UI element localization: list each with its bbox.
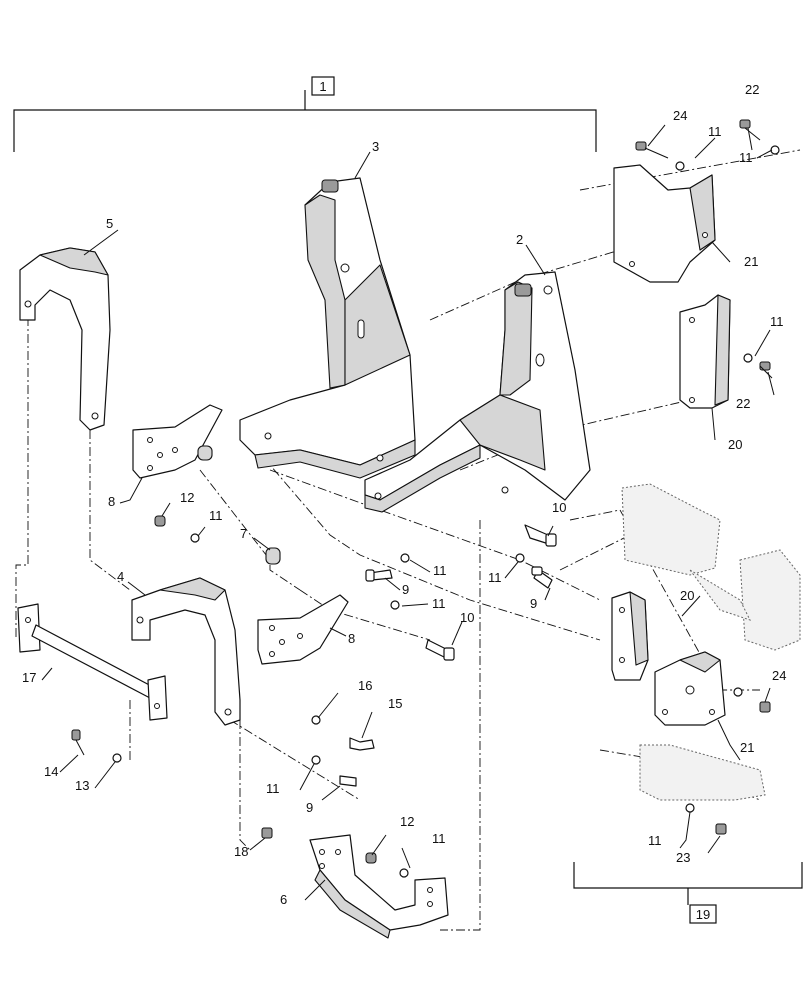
washer-11-mid-b[interactable]	[515, 553, 525, 563]
bolt-23[interactable]	[715, 823, 727, 835]
bolt-10-lower[interactable]	[425, 639, 455, 661]
callout-21-lower[interactable]: 21	[740, 740, 754, 755]
callout-17[interactable]: 17	[22, 670, 36, 685]
cover-bracket-lower[interactable]	[654, 651, 726, 726]
bottom-cradle[interactable]	[309, 834, 449, 939]
washer-11-low-a[interactable]	[311, 755, 321, 765]
callout-11-f[interactable]: 11	[432, 831, 446, 846]
right-main-bracket[interactable]	[364, 271, 591, 513]
mounting-plate-upper[interactable]	[132, 404, 223, 479]
nut-12-lower[interactable]	[365, 852, 377, 864]
callout-13[interactable]: 13	[75, 778, 89, 793]
bolt-9-low[interactable]	[339, 775, 357, 787]
bolt-18[interactable]	[261, 827, 273, 839]
assembly-ref-box-19[interactable]	[689, 904, 717, 924]
washer-11-mid-c[interactable]	[390, 600, 400, 610]
callout-15[interactable]: 15	[388, 696, 402, 711]
washer-13[interactable]	[112, 753, 122, 763]
assembly-bracket-19: 19	[573, 862, 803, 924]
washer-11-low-b[interactable]	[399, 868, 409, 878]
callout-16[interactable]: 16	[358, 678, 372, 693]
bolt-24-lower[interactable]	[759, 701, 771, 713]
adapter-plate-lower[interactable]	[611, 591, 649, 681]
callout-10-lower[interactable]: 10	[460, 610, 474, 625]
washer-11-mid-right[interactable]	[743, 353, 753, 363]
left-main-bracket[interactable]	[239, 177, 416, 479]
washer-11-left[interactable]	[190, 533, 200, 543]
washer-11-top-b[interactable]	[675, 161, 685, 171]
callout-9-a[interactable]: 9	[402, 582, 409, 597]
callout-11-h[interactable]: 11	[739, 150, 753, 165]
callout-12-lower[interactable]: 12	[400, 814, 414, 829]
bolt-10-upper[interactable]	[524, 524, 557, 547]
washer-11-lower-right[interactable]	[685, 803, 695, 813]
cross-tube[interactable]	[17, 603, 168, 721]
callout-3[interactable]: 3	[372, 139, 379, 154]
callout-23[interactable]: 23	[676, 850, 690, 865]
bolt-14[interactable]	[71, 729, 85, 756]
washer-11-mid-a[interactable]	[400, 553, 410, 563]
callout-24-top[interactable]: 24	[673, 108, 687, 123]
upper-support-arm[interactable]	[19, 247, 111, 431]
callout-11-i[interactable]: 11	[770, 314, 784, 329]
callout-11-j[interactable]: 11	[648, 833, 662, 848]
callout-22-top[interactable]: 22	[745, 82, 759, 97]
callout-11-d[interactable]: 11	[209, 508, 223, 523]
callout-10-upper[interactable]: 10	[552, 500, 566, 515]
callout-14[interactable]: 14	[44, 764, 58, 779]
callout-leaders	[41, 124, 775, 901]
assembly-ref-box-1[interactable]	[311, 76, 335, 96]
adapter-plate-top[interactable]	[679, 294, 731, 409]
callout-9-c[interactable]: 9	[306, 800, 313, 815]
bolt-22-top[interactable]	[739, 119, 761, 141]
bolt-24-top[interactable]	[635, 141, 669, 159]
bolt-9-mid-b[interactable]	[531, 566, 553, 589]
callout-11-e[interactable]: 11	[266, 781, 280, 796]
callout-2[interactable]: 2	[516, 232, 523, 247]
washer-11-top-a[interactable]	[770, 145, 780, 155]
lower-support-arm[interactable]	[131, 577, 241, 726]
callout-20-lower[interactable]: 20	[680, 588, 694, 603]
assembly-ref-19: 19	[696, 907, 710, 922]
callout-8-upper[interactable]: 8	[108, 494, 115, 509]
nut-12-upper[interactable]	[154, 515, 166, 527]
callout-8-lower[interactable]: 8	[348, 631, 355, 646]
mounting-plate-lower[interactable]	[257, 594, 349, 665]
callout-11-c[interactable]: 11	[432, 596, 446, 611]
callout-18[interactable]: 18	[234, 844, 248, 859]
washer-11-mid-d[interactable]	[733, 687, 743, 697]
ghost-reference-parts	[621, 483, 801, 801]
callout-5[interactable]: 5	[106, 216, 113, 231]
assembly-ref-1: 1	[319, 79, 326, 94]
callout-9-b[interactable]: 9	[530, 596, 537, 611]
spacer[interactable]	[265, 547, 281, 565]
callout-11-b[interactable]: 11	[488, 570, 502, 585]
callout-labels: 2 3 4 5 6 7 8 8 9 9 9 10 10 11 11 11 11 …	[22, 82, 786, 907]
callout-4[interactable]: 4	[117, 569, 124, 584]
callout-22-mid[interactable]: 22	[736, 396, 750, 411]
fasteners	[71, 119, 780, 878]
pin-15[interactable]	[349, 737, 375, 751]
bolt-22-mid[interactable]	[759, 361, 773, 379]
callout-21-top[interactable]: 21	[744, 254, 758, 269]
cover-bracket-top[interactable]	[613, 164, 716, 283]
bolt-9-mid-a[interactable]	[365, 569, 393, 582]
assembly-bracket-1: 1	[13, 76, 597, 152]
callout-11-g[interactable]: 11	[708, 124, 722, 139]
callout-11-a[interactable]: 11	[433, 563, 447, 578]
callout-20-top[interactable]: 20	[728, 437, 742, 452]
callout-24-lower[interactable]: 24	[772, 668, 786, 683]
callout-12-upper[interactable]: 12	[180, 490, 194, 505]
callout-6[interactable]: 6	[280, 892, 287, 907]
callout-7[interactable]: 7	[240, 526, 247, 541]
